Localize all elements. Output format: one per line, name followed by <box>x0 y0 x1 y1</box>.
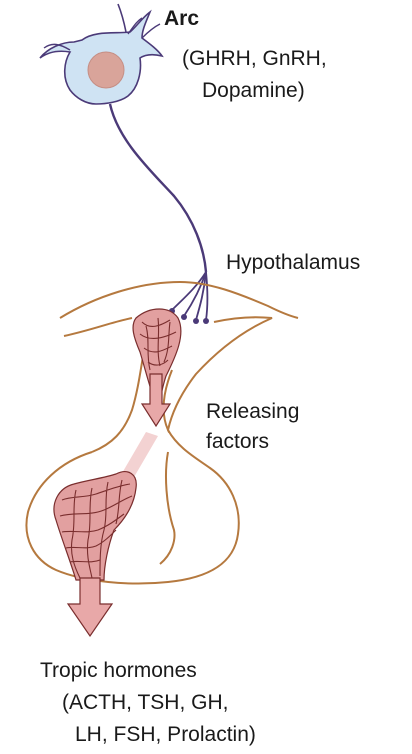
arc-hormones-line2: Dopamine) <box>202 78 305 103</box>
anterior-posterior-divider <box>160 452 174 564</box>
portal-vessel <box>142 374 170 426</box>
tropic-hormones-title: Tropic hormones <box>40 658 197 683</box>
dendrite <box>118 4 126 32</box>
axon <box>110 104 206 272</box>
hypothalamus-outline <box>60 282 298 318</box>
hypothalamus-label: Hypothalamus <box>226 250 360 275</box>
terminal-bouton <box>203 318 209 324</box>
releasing-factors-line1: Releasing <box>206 399 299 424</box>
terminal-bouton <box>193 318 199 324</box>
nucleus <box>88 52 124 88</box>
median-eminence-outline <box>64 318 132 336</box>
secondary-capillary-plexus <box>54 472 136 580</box>
terminal-bouton <box>181 314 187 320</box>
arc-label: Arc <box>164 6 199 31</box>
releasing-factors-line2: factors <box>206 429 269 454</box>
tropic-hormones-line3: LH, FSH, Prolactin) <box>75 722 256 747</box>
axon-terminal <box>206 272 208 320</box>
arc-hormones-line1: (GHRH, GnRH, <box>182 46 327 71</box>
tropic-hormones-line2: (ACTH, TSH, GH, <box>62 690 228 715</box>
tropic-hormone-arrow <box>68 578 112 636</box>
